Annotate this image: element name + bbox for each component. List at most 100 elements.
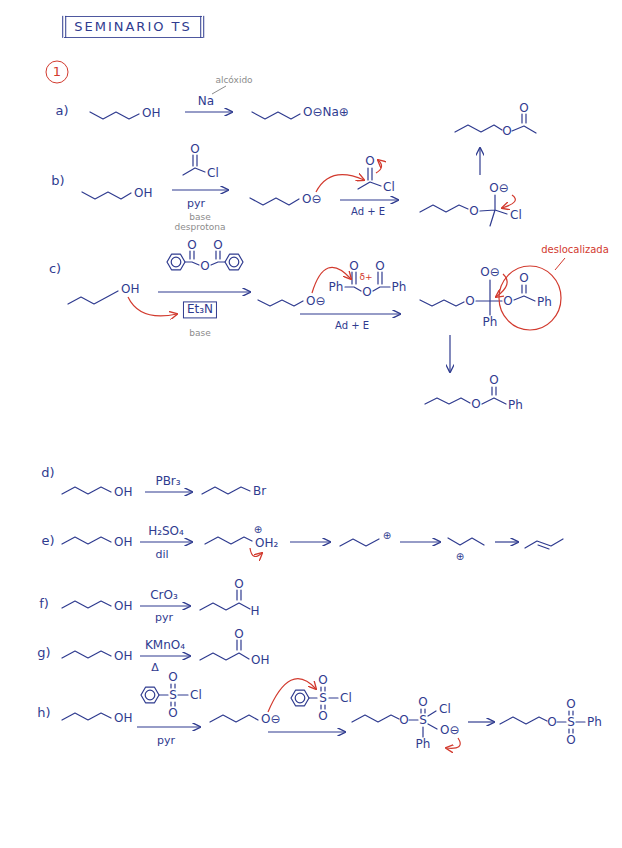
chem-label: O <box>502 125 511 137</box>
chem-label: h) <box>37 706 50 719</box>
chem-label: O <box>365 155 374 167</box>
chem-label: O⊖ <box>480 266 500 278</box>
reaction-arrow <box>140 541 192 542</box>
chem-label: O <box>375 260 384 272</box>
chem-label: O <box>566 698 575 710</box>
chem-label: OH₂ <box>255 537 278 549</box>
annotation-leader <box>212 86 226 94</box>
chem-label: c) <box>49 262 61 275</box>
chem-label: CrO₃ <box>150 589 178 601</box>
mechanism-arrow <box>446 738 460 748</box>
chem-label: Ph <box>329 281 344 293</box>
reaction-arrow <box>495 541 518 542</box>
title-box: SEMINARIO TS <box>62 16 204 38</box>
reaction-arrow <box>140 655 190 656</box>
chem-label: Cl <box>510 209 522 221</box>
reaction-arrow <box>172 189 228 190</box>
chem-label: a) <box>55 104 68 117</box>
chem-label: O <box>399 714 408 726</box>
chem-label: O <box>190 143 199 155</box>
bond-lines <box>62 537 563 549</box>
chem-label: H <box>250 605 259 617</box>
chem-label: O <box>465 295 474 307</box>
chem-label: O <box>489 374 498 386</box>
mechanism-arrow <box>502 195 515 208</box>
chem-label: Ad + E <box>351 207 385 217</box>
mechanism-arrow <box>128 297 177 316</box>
chem-label: O <box>234 578 243 590</box>
reaction-arrow <box>400 541 440 542</box>
chem-label: e) <box>41 534 54 547</box>
reaction-arrow <box>340 199 398 200</box>
chem-label: O⊖ <box>489 182 509 194</box>
chem-label: O <box>519 272 528 284</box>
chem-label: Ph <box>416 738 431 750</box>
chem-label: O <box>318 710 327 722</box>
chem-label: pyr <box>157 735 175 746</box>
chem-label: OH <box>121 283 139 295</box>
chem-label: Ad + E <box>335 321 369 331</box>
chem-label: OH <box>114 486 132 498</box>
reaction-arrow <box>158 291 250 292</box>
chem-label: PBr₃ <box>155 475 180 487</box>
reaction-arrow <box>300 313 400 314</box>
chem-label: O⊖ <box>261 713 281 725</box>
chem-label: Cl <box>190 689 202 701</box>
chem-label: O <box>566 734 575 746</box>
annotation-leader <box>555 258 565 270</box>
pencil-note: alcóxido <box>215 76 252 85</box>
pencil-note: base <box>189 329 210 338</box>
chem-label: Ph <box>587 716 602 728</box>
chem-label: Cl <box>439 703 451 715</box>
chem-label: pyr <box>155 612 173 623</box>
aromatic-circle <box>229 257 239 267</box>
bond-lines <box>62 640 249 660</box>
mechanism-arrow <box>312 267 351 293</box>
bond-lines <box>90 112 300 119</box>
chem-label: b) <box>51 174 64 187</box>
red-note: δ+ <box>359 273 372 282</box>
chem-label: O <box>168 671 177 683</box>
chem-label: O <box>418 696 427 708</box>
chem-label: O <box>349 260 358 272</box>
chem-label: Ph <box>392 281 407 293</box>
chem-label: S <box>169 689 177 701</box>
chem-label: Ph <box>483 316 498 328</box>
bond-lines <box>62 590 250 610</box>
highlight-ellipse <box>499 266 561 330</box>
node-text: Et₃N <box>187 303 213 316</box>
chem-label: OH <box>114 650 132 662</box>
pencil-note: base desprotona <box>170 212 230 233</box>
chem-label: O⊖ <box>302 193 322 205</box>
chem-label: S <box>419 714 427 726</box>
mechanism-arrow <box>376 160 382 173</box>
chem-label: O⊖ <box>440 724 460 736</box>
chem-label: O <box>362 286 371 298</box>
chem-label: OH <box>114 600 132 612</box>
chem-label: Ph <box>508 399 523 411</box>
chem-label: OH <box>114 536 132 548</box>
chem-label: g) <box>37 646 50 659</box>
chem-label: OH <box>251 654 269 666</box>
red-note: deslocalizada <box>541 245 609 255</box>
reagent-box: Et₃N <box>183 301 217 318</box>
chem-label: ⊕ <box>383 531 391 541</box>
aromatic-circle <box>145 690 155 700</box>
mechanism-arrow <box>268 679 316 712</box>
chem-label: O <box>318 674 327 686</box>
chem-label: ⊕ <box>254 525 262 535</box>
chem-label: O <box>187 239 196 251</box>
chem-label: Cl <box>383 181 395 193</box>
node-text: SEMINARIO TS <box>74 20 192 34</box>
chem-label: ⊕ <box>456 552 464 562</box>
chem-label: Cl <box>207 167 219 179</box>
reaction-arrow <box>145 491 192 492</box>
chem-label: O⊖Na⊕ <box>303 106 349 118</box>
bond-lines <box>82 114 536 226</box>
chem-label: O <box>234 628 243 640</box>
chem-label: O⊖ <box>306 295 326 307</box>
chem-label: O <box>200 260 209 272</box>
chem-label: O <box>213 239 222 251</box>
